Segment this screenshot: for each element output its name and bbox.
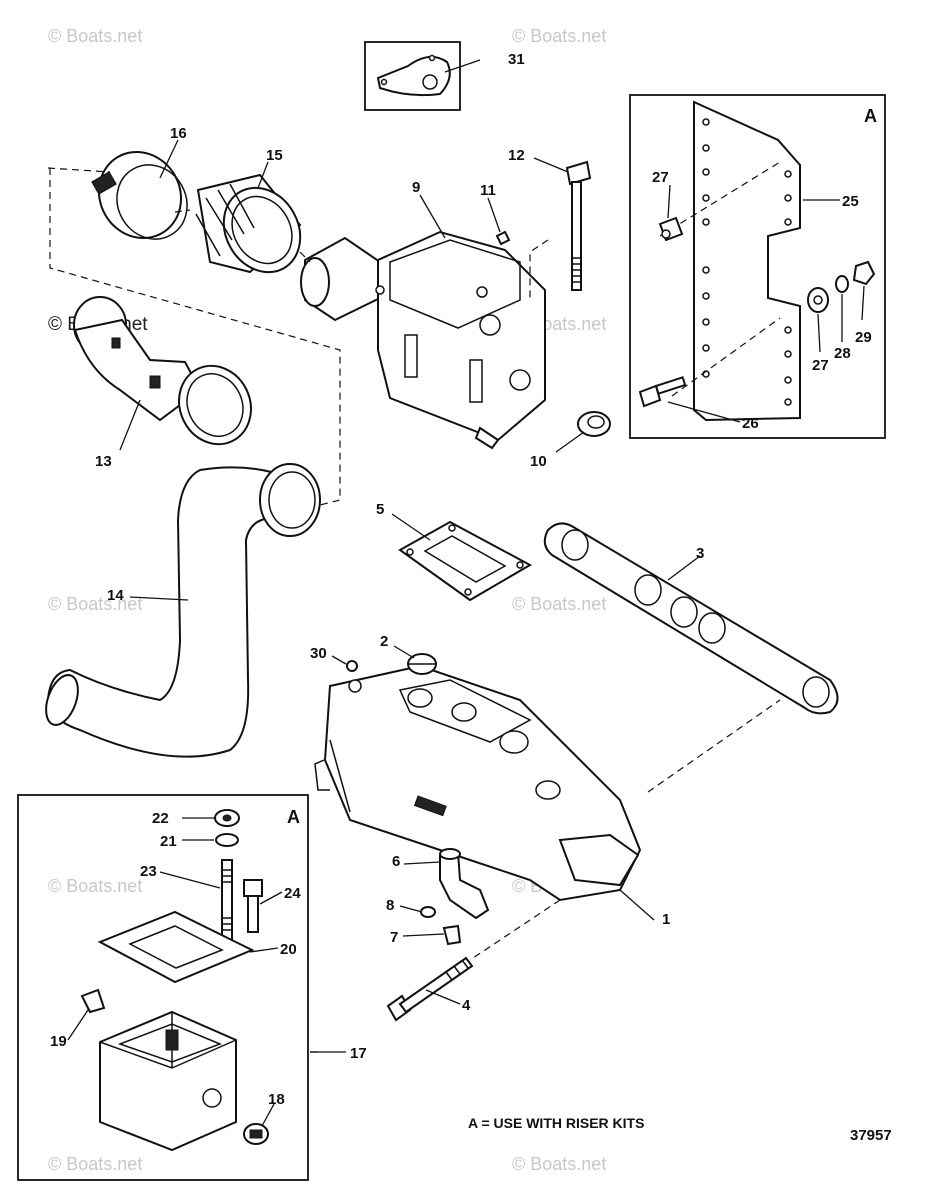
- watermark: © Boats.net: [48, 594, 142, 614]
- callout-labels: 31 16 15 12 9 11 10 27 25 27 28 29 26 13…: [50, 51, 872, 1108]
- callout-7: 7: [390, 929, 398, 946]
- callout-16: 16: [170, 125, 187, 142]
- watermark: © Boats.net: [512, 1154, 606, 1174]
- riser-kit-box-upper: A: [629, 94, 886, 439]
- callout-17: 17: [350, 1045, 367, 1062]
- watermark: © Boats.net: [48, 876, 142, 896]
- part-24-bolt: [243, 879, 263, 933]
- part-5-gasket: [398, 520, 533, 602]
- part-12-bolt: [529, 160, 592, 300]
- alignment-lines-right: [469, 699, 781, 961]
- riser-kit-box-lower: A: [17, 794, 318, 1181]
- part-15-rubber-sleeve: [195, 173, 302, 274]
- callout-21: 21: [160, 833, 177, 850]
- callout-11: 11: [480, 182, 496, 199]
- callout-19: 19: [50, 1033, 67, 1050]
- callout-13: 13: [95, 453, 112, 470]
- part-4-bolt: [386, 956, 474, 1022]
- watermark: © Boats.net: [48, 1154, 142, 1174]
- box-label-a: A: [864, 106, 877, 126]
- watermark: © Boats.net: [48, 26, 142, 46]
- spacer-plate-holes: [702, 118, 792, 406]
- part-14-exhaust-hose: [45, 463, 321, 758]
- callout-3: 3: [696, 545, 704, 562]
- part-11-plug: [495, 230, 511, 246]
- callout-6: 6: [392, 853, 400, 870]
- callout-27: 27: [812, 357, 829, 374]
- part-2-plug: [407, 653, 437, 675]
- callout-28: 28: [834, 345, 851, 362]
- part-8-o-ring: [420, 906, 436, 918]
- callout-4: 4: [462, 997, 471, 1014]
- callout-20: 20: [280, 941, 297, 958]
- part-22-nut: [214, 809, 240, 827]
- part-27-spacer-right: [807, 287, 829, 313]
- callout-12: 12: [508, 147, 525, 164]
- part-6-elbow-fitting: [439, 848, 490, 920]
- part-19-plug: [80, 988, 106, 1014]
- callout-31: 31: [508, 51, 525, 68]
- part-29-nut: [852, 260, 876, 286]
- part-17-riser-block: [99, 1010, 237, 1152]
- part-27-spacer-left: [658, 216, 684, 242]
- part-1-exhaust-manifold: [314, 664, 642, 902]
- callout-14: 14: [107, 587, 124, 604]
- callout-1: 1: [662, 911, 670, 928]
- figure-number: 37957: [850, 1127, 892, 1144]
- part-3-manifold-gasket: [543, 522, 839, 715]
- callout-23: 23: [140, 863, 157, 880]
- callout-2: 2: [380, 633, 388, 650]
- part-18-plug: [243, 1123, 269, 1145]
- callout-30: 30: [310, 645, 327, 662]
- callout-15: 15: [266, 147, 283, 164]
- part-26-screw: [638, 376, 687, 408]
- callout-9: 9: [412, 179, 420, 196]
- callout-18: 18: [268, 1091, 285, 1108]
- alignment-lines-left: [47, 167, 341, 506]
- callout-8: 8: [386, 897, 394, 914]
- part-28-washer: [835, 275, 849, 293]
- part-23-stud: [221, 859, 233, 943]
- part-10-pipe-plug: [577, 411, 611, 437]
- part-13-exhaust-pipe: [73, 296, 252, 446]
- callout-26: 26: [742, 415, 759, 432]
- part-30-nut: [346, 660, 358, 672]
- part-21-washer: [215, 833, 239, 847]
- riser-kit-note: A = USE WITH RISER KITS: [468, 1115, 644, 1131]
- part-31-gasket: [364, 41, 461, 111]
- callout-25: 25: [842, 193, 859, 210]
- callout-22: 22: [152, 810, 169, 827]
- callout-5: 5: [376, 501, 384, 518]
- part-9-exhaust-elbow: [300, 230, 546, 450]
- callout-27: 27: [652, 169, 669, 186]
- callout-24: 24: [284, 885, 301, 902]
- watermark: © Boats.net: [512, 26, 606, 46]
- leader-lines: [67, 59, 865, 1127]
- box-label-a: A: [287, 807, 300, 827]
- part-7-drain-plug: [442, 924, 462, 946]
- watermark: © Boats.net: [512, 594, 606, 614]
- callout-10: 10: [530, 453, 547, 470]
- callout-29: 29: [855, 329, 872, 346]
- part-20-gasket: [97, 910, 255, 984]
- part-16-hose-clamp: [91, 150, 188, 240]
